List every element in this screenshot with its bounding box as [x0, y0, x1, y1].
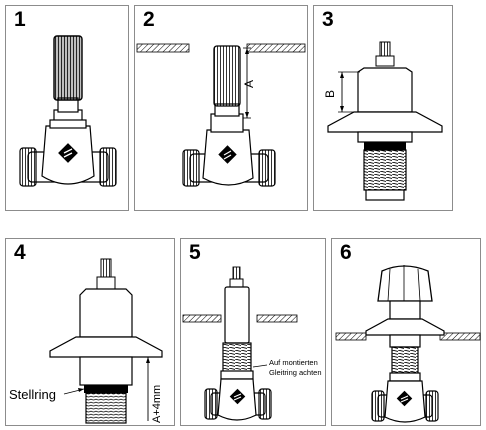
step-number: 2 [143, 8, 155, 31]
valve-drawing [19, 35, 117, 187]
step-panel-3: 3 B [313, 5, 453, 211]
dimension-label-b: B [323, 90, 337, 98]
step-number: 4 [14, 241, 26, 264]
step-number: 3 [322, 8, 334, 31]
step-number: 6 [340, 241, 352, 264]
step-panel-6: 6 [331, 238, 481, 426]
step-panel-2: 2 A [134, 5, 308, 211]
dimension-label-a-plus-4mm: A+4mm [151, 385, 163, 423]
step-panel-1: 1 [5, 5, 129, 211]
cartridge-drawing: B [323, 41, 443, 201]
note-line-2: Gleitring achten [269, 368, 322, 377]
valve-drawing: Auf montierten Gleitring achten [182, 266, 322, 421]
note-line-1: Auf montierten [269, 358, 318, 367]
cartridge-drawing: Stellring A+4mm [9, 258, 163, 424]
step-number: 1 [14, 8, 26, 31]
dimension-label-a: A [242, 80, 256, 88]
valve-drawing: A [136, 43, 306, 187]
step-panel-5: 5 Auf montierten Gleitring achten [180, 238, 326, 426]
valve-drawing [335, 265, 481, 423]
step-panel-4: 4 Stellring A+4mm [5, 238, 175, 426]
step-number: 5 [189, 241, 201, 264]
stellring-label: Stellring [9, 387, 56, 402]
